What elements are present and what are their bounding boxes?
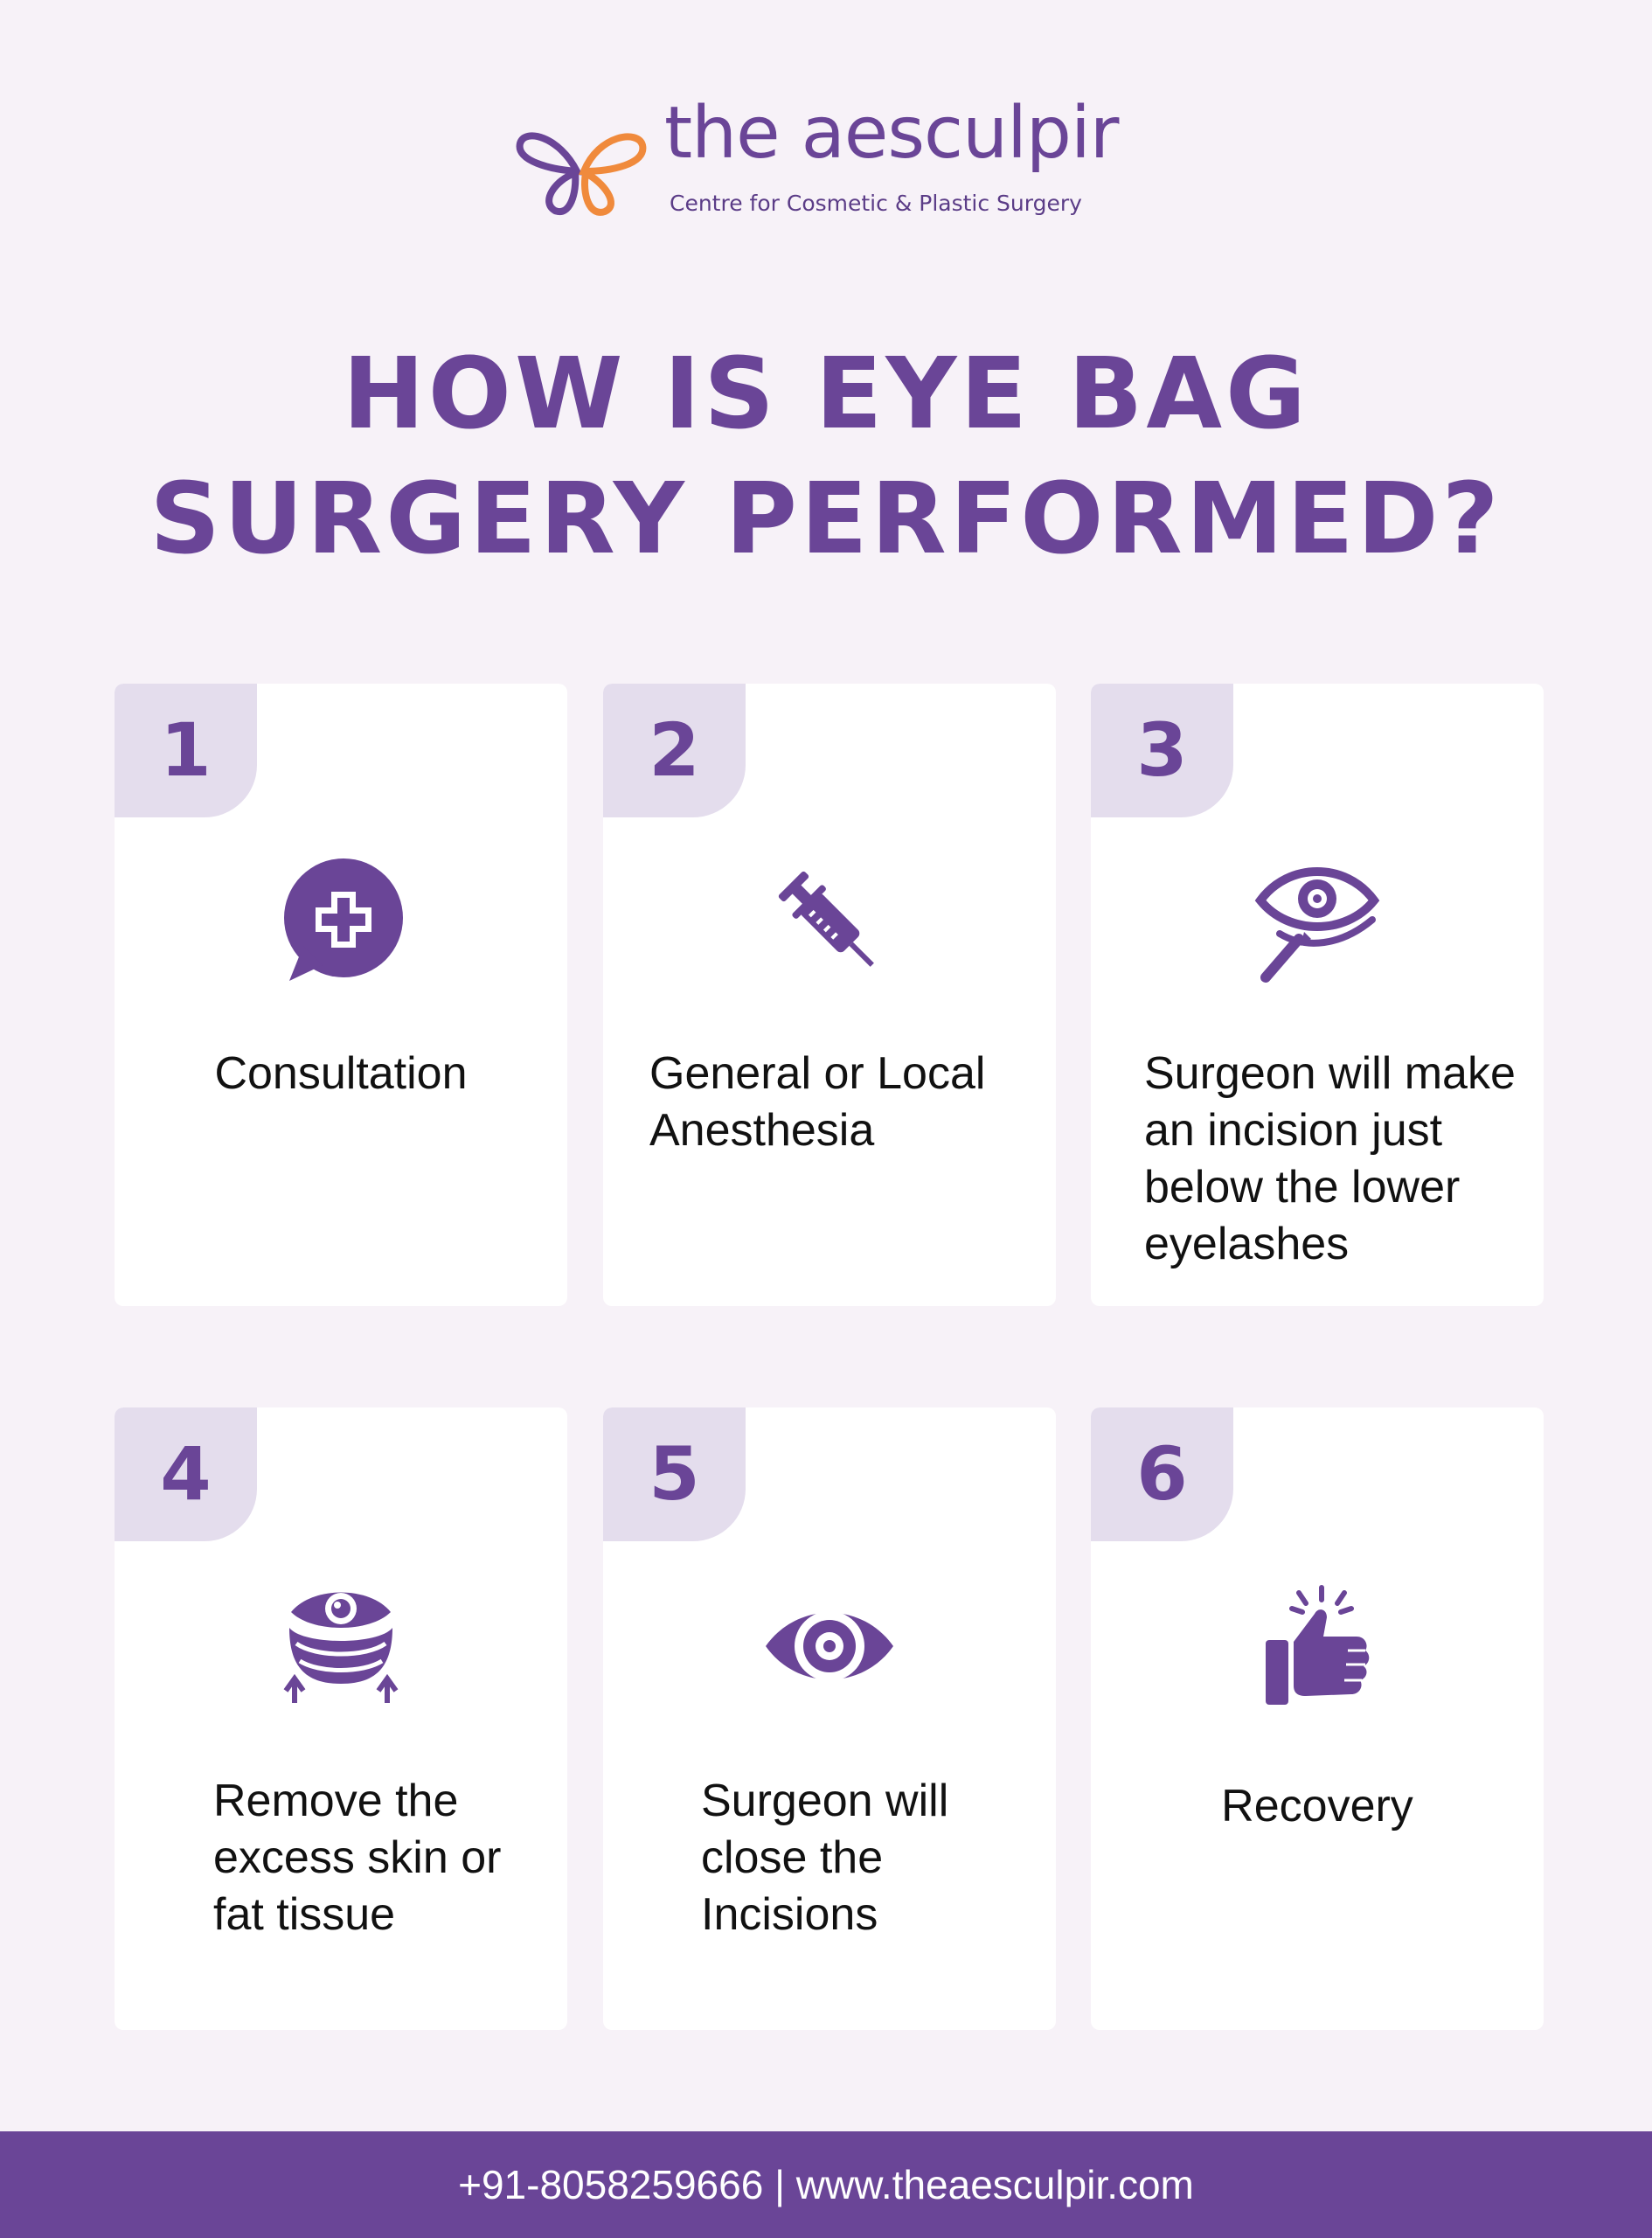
page-title-line-1: HOW IS EYE BAG [343, 337, 1309, 451]
butterfly-logo-icon [516, 119, 647, 219]
step-number: 1 [160, 707, 212, 793]
step-number: 6 [1136, 1431, 1188, 1517]
thumbs-up-icon [1253, 1582, 1381, 1710]
step-number: 2 [649, 707, 700, 793]
step-card-1: 1 Consultation [115, 684, 567, 1306]
brand-name: the aesculpir [664, 92, 1119, 175]
step-card-3: 3 Surgeon will make an incision just bel… [1091, 684, 1544, 1306]
step-badge: 4 [115, 1407, 257, 1541]
eye-icon [766, 1582, 893, 1710]
brand-tagline: Centre for Cosmetic & Plastic Surgery [670, 191, 1082, 216]
step-badge: 6 [1091, 1407, 1233, 1541]
syringe-icon [766, 858, 893, 986]
eye-bag-lift-icon [277, 1582, 405, 1710]
eye-scalpel-icon [1253, 858, 1381, 986]
step-card-6: 6 Recovery [1091, 1407, 1544, 2030]
step-number: 3 [1136, 707, 1188, 793]
step-text: Consultation [214, 1048, 468, 1099]
footer-contact: +91-8058259666 | www.theaesculpir.com [458, 2162, 1194, 2207]
step-text: General or Local Anesthesia [649, 1048, 986, 1156]
step-badge: 1 [115, 684, 257, 817]
step-number: 4 [160, 1431, 212, 1517]
footer-bar: +91-8058259666 | www.theaesculpir.com [0, 2131, 1652, 2238]
step-card-5: 5 Surgeon will close the Incisions [603, 1407, 1056, 2030]
step-badge: 5 [603, 1407, 746, 1541]
page-title-line-2: SURGERY PERFORMED? [149, 462, 1503, 576]
medical-chat-icon [277, 858, 405, 986]
step-text: Surgeon will make an incision just below… [1144, 1048, 1516, 1269]
step-text: Recovery [1221, 1781, 1413, 1831]
step-text: Remove the excess skin or fat tissue [213, 1776, 502, 1940]
step-badge: 3 [1091, 684, 1233, 817]
brand-logo: the aesculpir Centre for Cosmetic & Plas… [516, 98, 1145, 226]
step-number: 5 [649, 1431, 700, 1517]
step-card-2: 2 General or Local Anesthesia [603, 684, 1056, 1306]
step-card-4: 4 Remove the excess skin or fat tissue [115, 1407, 567, 2030]
step-text: Surgeon will close the Incisions [701, 1776, 949, 1940]
step-badge: 2 [603, 684, 746, 817]
